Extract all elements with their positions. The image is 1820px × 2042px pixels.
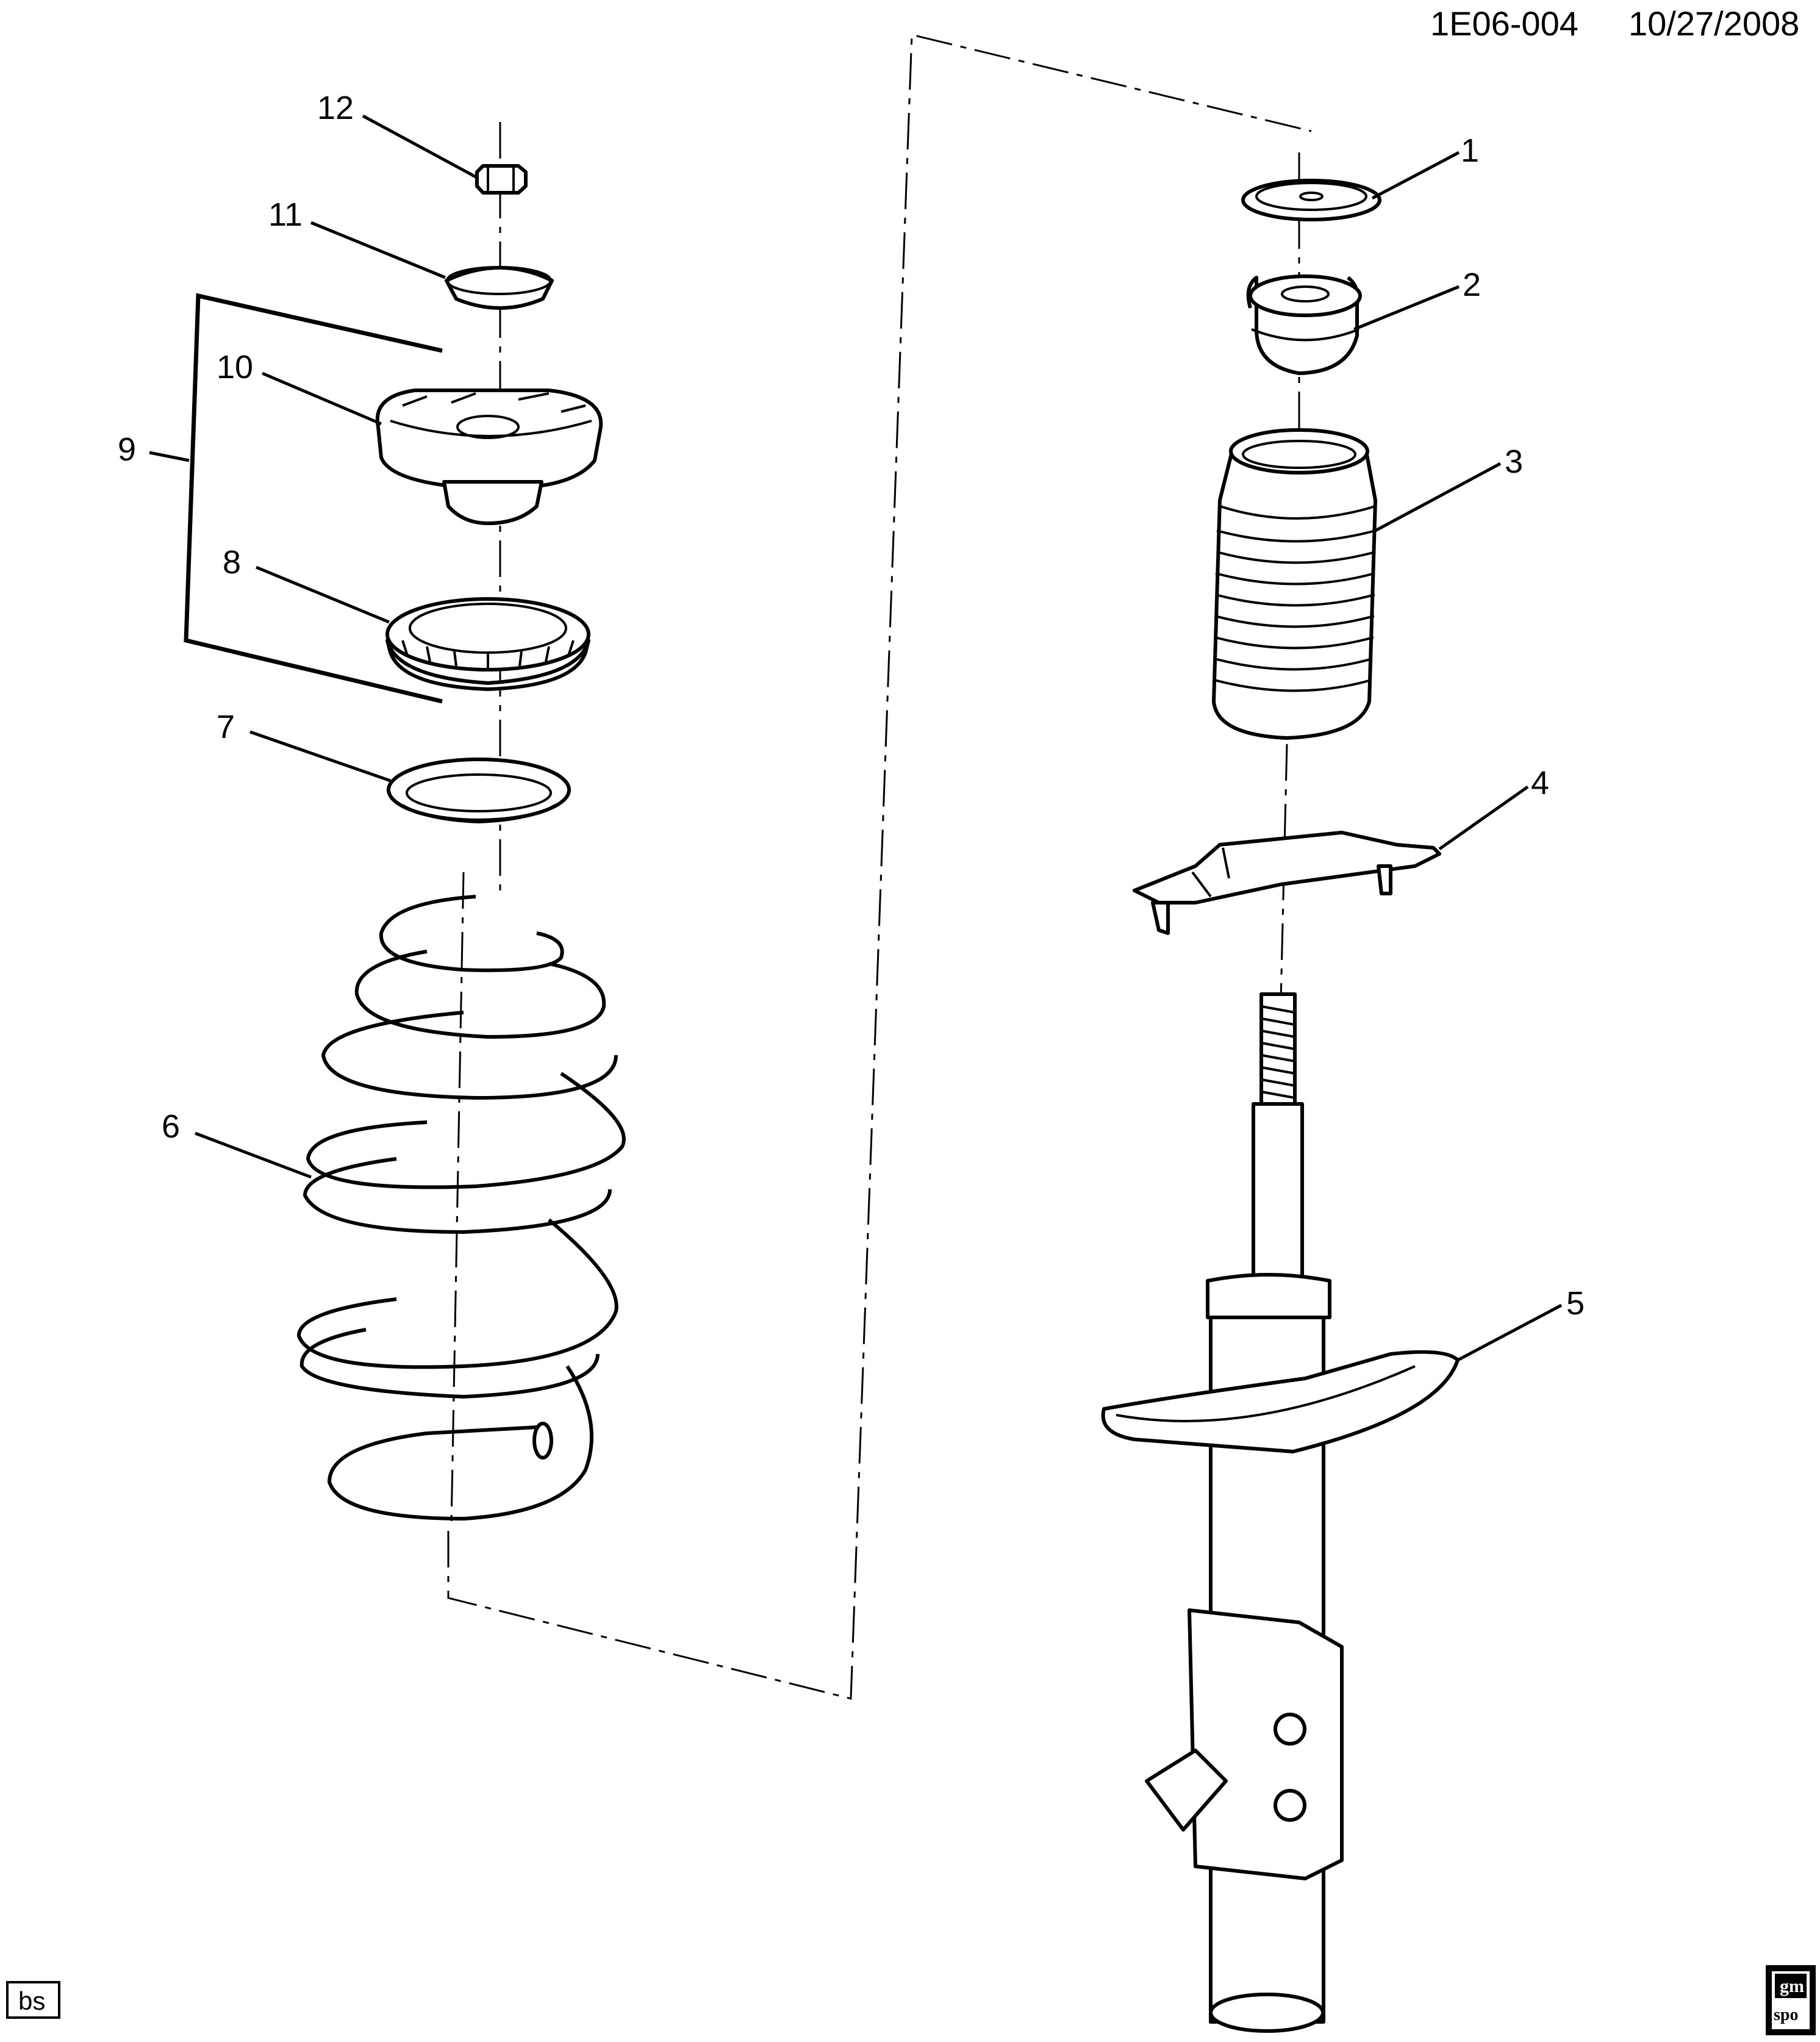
part-4-plate[interactable]: [1133, 831, 1441, 935]
callout-1: 1: [1371, 132, 1479, 200]
callout-2: 2: [1353, 267, 1481, 331]
svg-text:8: 8: [223, 544, 241, 581]
svg-text:9: 9: [118, 431, 136, 468]
svg-text:gm: gm: [1780, 1976, 1804, 1996]
part-6-coil-spring[interactable]: [297, 895, 626, 1521]
part-2-bumper[interactable]: [1246, 274, 1362, 375]
part-1-washer[interactable]: [1241, 179, 1381, 221]
callout-5: 5: [1456, 1285, 1585, 1362]
callout-6: 6: [162, 1108, 312, 1179]
svg-text:bs: bs: [18, 1986, 45, 2015]
bracket-9: [184, 293, 443, 704]
connector-line: [447, 34, 1312, 1700]
svg-text:10: 10: [217, 349, 253, 385]
part-10-strut-mount[interactable]: [375, 389, 603, 525]
callout-4: 4: [1438, 765, 1549, 851]
svg-text:4: 4: [1531, 765, 1549, 801]
callout-9: 9: [118, 431, 190, 468]
callout-12: 12: [317, 90, 477, 179]
svg-text:2: 2: [1463, 267, 1481, 303]
diagram-id: 1E06-004: [1430, 4, 1578, 43]
part-8-bearing[interactable]: [385, 597, 590, 691]
part-5-strut[interactable]: [1101, 992, 1460, 2033]
callout-10: 10: [217, 349, 382, 426]
footer-tag: bs: [6, 1981, 60, 2019]
svg-text:1: 1: [1461, 132, 1479, 169]
svg-text:11: 11: [268, 196, 303, 233]
svg-text:spo: spo: [1774, 2005, 1798, 2024]
left-stack-axis: [450, 122, 501, 1525]
svg-text:7: 7: [217, 709, 235, 745]
part-7-spring-seat[interactable]: [387, 758, 571, 824]
part-11-washer[interactable]: [445, 266, 554, 310]
part-12-nut[interactable]: [475, 164, 528, 195]
gm-spo-logo: gm spo: [1766, 1965, 1816, 2035]
callout-3: 3: [1374, 443, 1523, 532]
diagram-date: 10/27/2008: [1628, 4, 1799, 43]
callout-8: 8: [223, 544, 390, 624]
callout-7: 7: [217, 709, 391, 783]
svg-text:5: 5: [1566, 1285, 1585, 1322]
svg-text:3: 3: [1505, 443, 1523, 480]
svg-text:6: 6: [162, 1108, 180, 1145]
svg-text:12: 12: [317, 90, 354, 126]
part-3-dust-boot[interactable]: [1212, 428, 1377, 740]
callout-11: 11: [268, 196, 446, 279]
